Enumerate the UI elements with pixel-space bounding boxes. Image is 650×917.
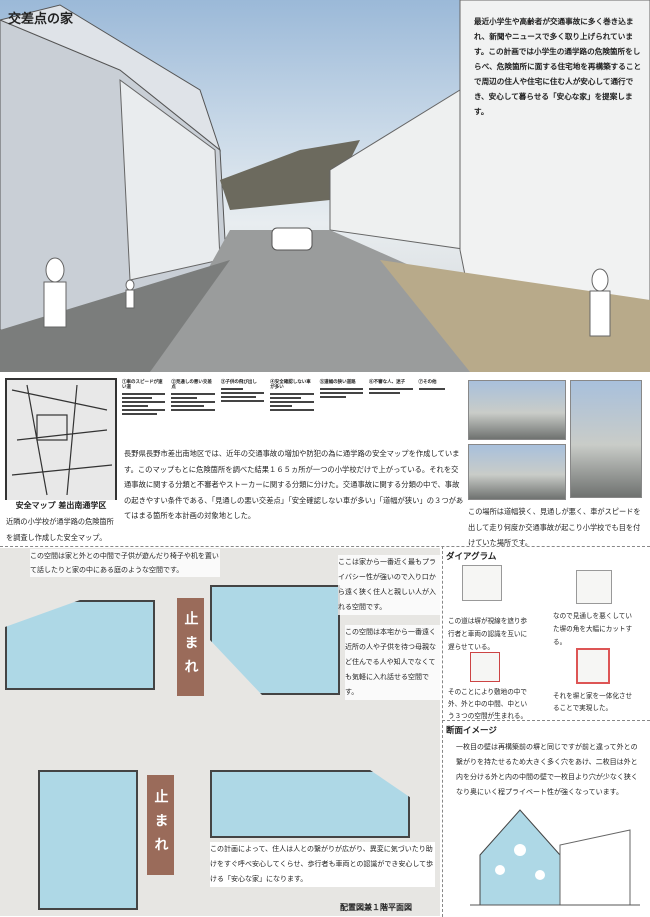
section-heading: 断面イメージ [446,726,497,736]
diagram-text: なので見通しを悪くしていた塀の角を大幅にカットする。 [553,612,633,646]
plan-note: この計画によって、住人は人との繋がりが広がり、異変に気づいたり助けをすぐ呼べ安心… [210,842,435,887]
lead-text: 最近小学生や高齢者が交通事故に多く巻き込まれ、新聞やニュースで多く取り上げられて… [474,17,642,116]
plan-house-southwest [38,770,138,910]
plan-note: この空間は本宅から一番遠く近所の人や子供を待つ母親など住んでる人や知人でなくても… [345,625,440,700]
survey-column: ①車のスピードが速い道 [122,380,166,440]
diagram-sketch [576,570,612,604]
survey-text: 長野県長野市差出南地区では、近年の交通事故の増加や防犯の為に通学路の安全マップを… [124,449,464,520]
diagram-text: そのことにより敷地の中で外、外と中の中間、中という３つの空間が生まれる。 [448,688,528,720]
plan-note: ここは家から一番近く最もプライバシー性が強いので入り口から遠く狭く住人と親しい人… [338,555,440,615]
plan-note: この空間は家と外との中間で子供が遊んだり椅子や机を置いて話したりと家の中にある庭… [30,549,220,577]
survey-column: ③子供の飛び出し [220,380,265,440]
plan-house-southeast [210,770,410,838]
plan-caption: 配置図兼１階平面図 [340,902,412,912]
section-sketch [470,809,640,906]
diagram-text: それを塀と家を一体化させることで実現した。 [553,692,633,712]
divider [442,720,650,721]
photo-caption: この場所は道幅狭く、見通しが悪く、車がスピードを出して走り何度か交通事故が起こり… [468,507,641,547]
stop-road-marking: 止まれ [147,775,174,875]
hero-sketch [0,0,650,372]
diagram-sketch [470,652,500,682]
survey-columns: ①車のスピードが速い道 ②見通しの悪い交差点 ③子供の飛び出し ④安全確認しない… [122,380,462,440]
survey-column: ②見通しの悪い交差点 [171,380,215,440]
survey-column: ⑥不審な人、迷子 [369,380,413,440]
diagram-sketch [462,565,502,601]
safety-map-description: 近隣の小学校が通学路の危険箇所を調査し作成した安全マップ。 [6,517,114,542]
page-title: 交差点の家 [8,12,74,27]
safety-map-caption: 安全マップ 差出南通学区 [5,500,117,511]
divider [0,546,650,547]
diagram-sketch [576,648,610,684]
diagram-text: この道は塀が視線を遮り歩行者と車両の認識を互いに遅らせている。 [448,617,528,651]
site-photo [570,380,642,498]
street-perspective-sketch [0,0,650,372]
diagram-heading: ダイアグラム [446,552,497,562]
survey-column: ⑤道幅の狭い道路 [319,380,364,440]
survey-column: ④安全確認しない車が多い [270,380,314,440]
divider [442,546,443,917]
safety-map-image [5,378,117,504]
section-text: 一枚目の壁は再構築前の塀と同じですが前と違って外との繋がりを持たせるため大きく多… [456,743,638,796]
site-photo [468,444,566,500]
site-photo [468,380,566,440]
stop-road-marking: 止まれ [177,598,204,696]
survey-column: ⑦その他 [418,380,462,440]
